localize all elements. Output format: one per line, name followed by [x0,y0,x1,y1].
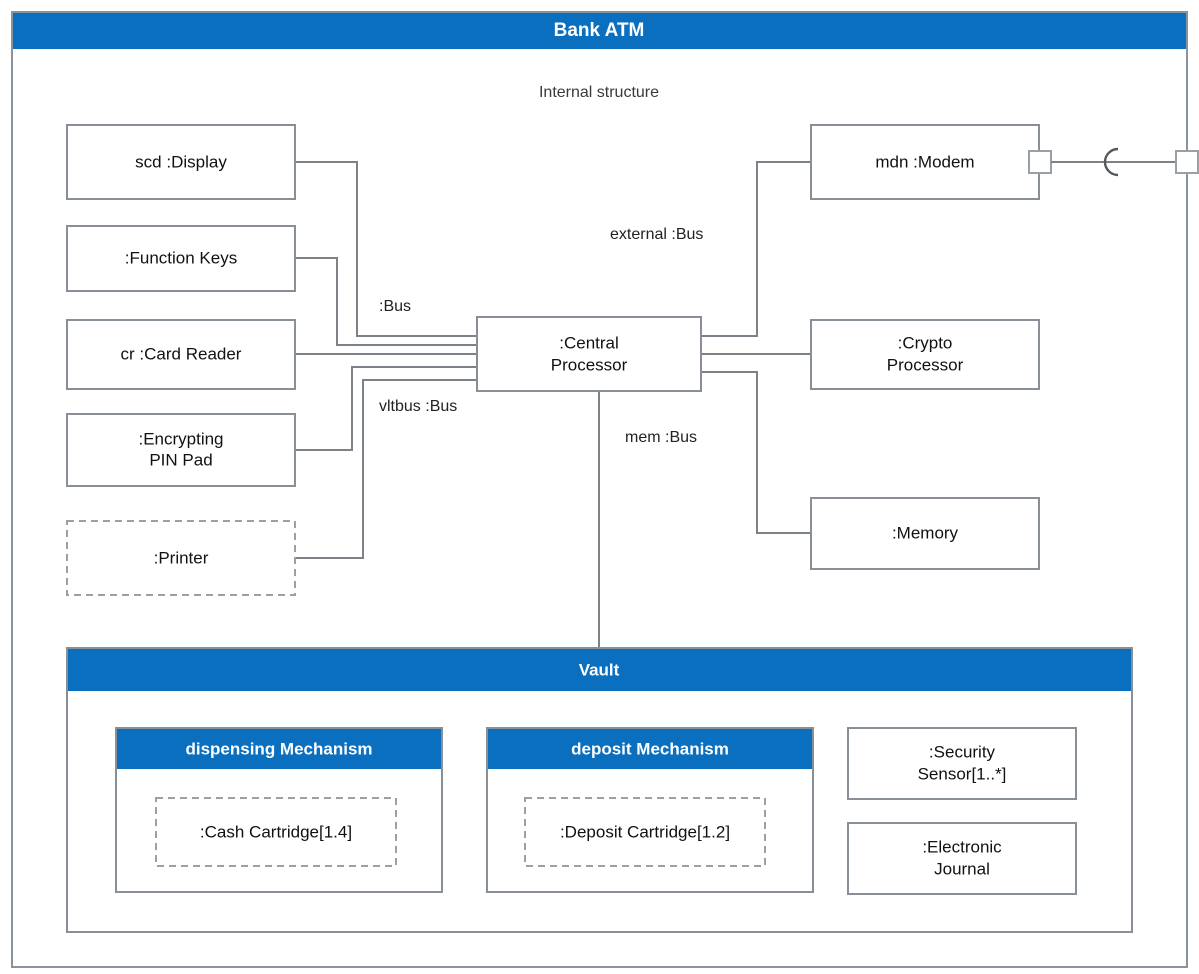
part-modem-label: mdn :Modem [875,152,974,171]
connector-mem-bus-to-memory [701,371,811,534]
part-central-processor-label-line2: Processor [551,355,628,374]
connector-display-to-cp [295,161,477,337]
part-crypto-processor-label-line2: Processor [887,355,964,374]
part-electronic-journal[interactable]: :Electronic Journal [847,822,1077,895]
part-electronic-journal-label-line1: :Electronic [922,837,1002,856]
boundary-port-square[interactable] [1175,150,1199,174]
part-crypto-processor-label-line1: :Crypto [898,333,953,352]
internal-structure-note: Internal structure [539,84,659,101]
connector-labels: :Bus external :Bus vltbus :Bus mem :Bus [379,226,703,446]
part-central-processor[interactable]: :Central Processor [476,316,702,392]
part-memory[interactable]: :Memory [810,497,1040,570]
connector-label-external-bus: external :Bus [610,226,703,243]
part-memory-label: :Memory [892,523,959,542]
part-function-keys[interactable]: :Function Keys [66,225,296,292]
vault-title: Vault [579,660,620,679]
deposit-mechanism-title-bar [488,729,812,769]
part-security-sensor-label-line2: Sensor[1..*] [918,764,1007,783]
part-cash-cartridge[interactable] [155,797,397,867]
part-deposit-cartridge[interactable] [524,797,766,867]
part-electronic-journal-label-line2: Journal [934,859,990,878]
part-modem[interactable]: mdn :Modem [810,124,1040,200]
part-cash-cartridge-label: :Cash Cartridge[1.4] [200,822,352,841]
part-crypto-processor[interactable]: :Crypto Processor [810,319,1040,390]
part-printer-label: :Printer [154,548,209,567]
part-card-reader-label: cr :Card Reader [121,344,242,363]
part-dispensing-mechanism[interactable]: dispensing Mechanism :Cash Cartridge[1.4… [115,727,443,893]
required-interface-socket-icon [1103,147,1119,177]
connector-external-bus-to-modem [701,161,811,337]
connector-lines [295,161,811,648]
deposit-mechanism-title: deposit Mechanism [571,739,729,758]
part-printer[interactable]: :Printer [66,520,296,596]
part-pin-pad-label-line1: :Encrypting [138,429,223,448]
part-security-sensor[interactable]: :Security Sensor[1..*] [847,727,1077,800]
part-vault[interactable]: Vault dispensing Mechanism :Cash Cartrid… [66,647,1133,933]
bank-atm-title-bar [13,13,1186,49]
connector-printer-to-cp [295,379,477,559]
bank-atm-title: Bank ATM [554,20,645,41]
part-security-sensor-label-line1: :Security [929,742,996,761]
part-card-reader[interactable]: cr :Card Reader [66,319,296,390]
modem-port-square[interactable] [1028,150,1052,174]
vault-title-bar [68,649,1131,691]
connector-label-mem-bus: mem :Bus [625,429,697,446]
part-deposit-cartridge-label: :Deposit Cartridge[1.2] [560,822,730,841]
connector-functionkeys-to-cp [295,257,477,346]
connector-label-vltbus: vltbus :Bus [379,398,457,415]
connector-pinpad-to-cp [295,366,477,451]
part-function-keys-label: :Function Keys [125,248,237,267]
part-display[interactable]: scd :Display [66,124,296,200]
part-central-processor-label-line1: :Central [559,333,619,352]
dispensing-mechanism-title: dispensing Mechanism [185,739,372,758]
part-pin-pad-label-line2: PIN Pad [149,450,212,469]
modem-port-and-socket [1028,147,1199,177]
part-deposit-mechanism[interactable]: deposit Mechanism :Deposit Cartridge[1.2… [486,727,814,893]
part-encrypting-pin-pad[interactable]: :Encrypting PIN Pad [66,413,296,487]
connector-label-bus: :Bus [379,298,411,315]
part-display-label: scd :Display [135,152,227,171]
dispensing-mechanism-title-bar [117,729,441,769]
